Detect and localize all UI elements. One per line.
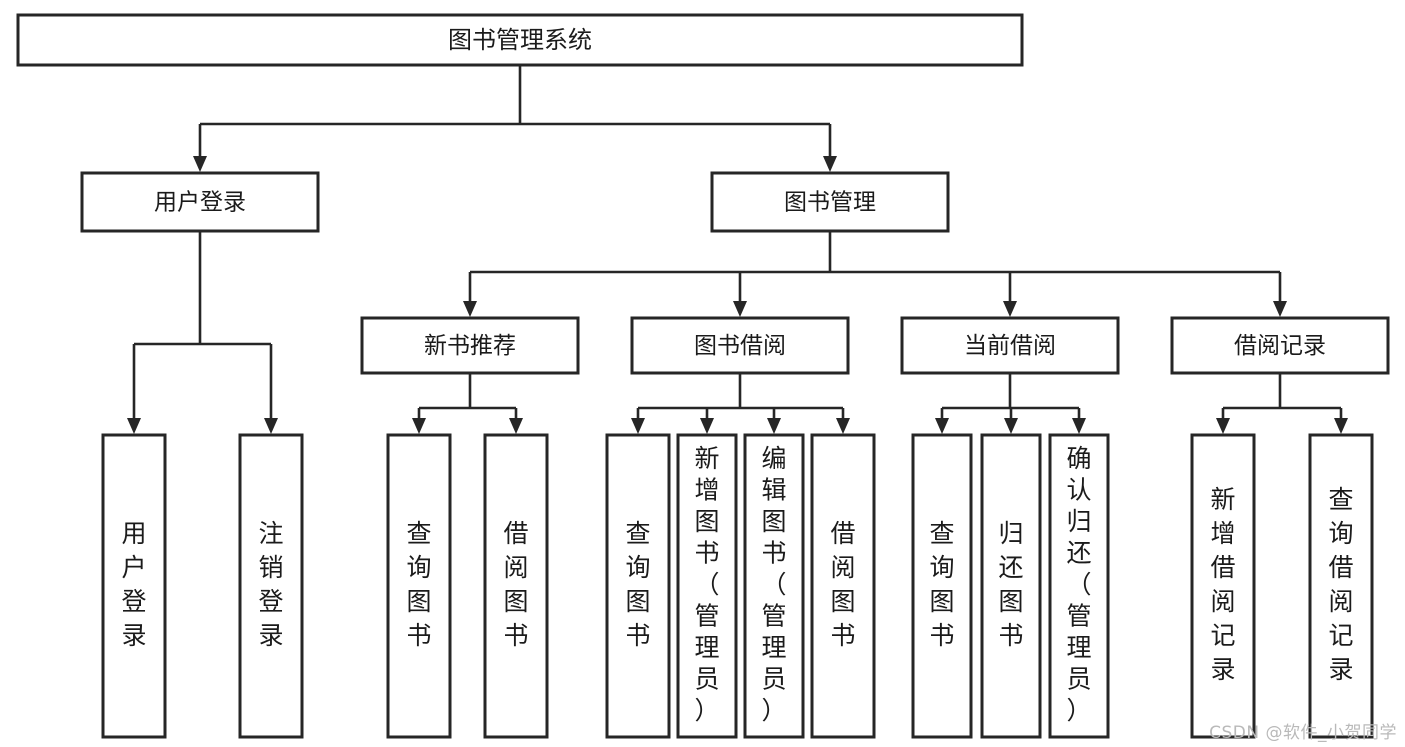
arrowhead-icon (823, 156, 837, 172)
leaf-node-leaf-edit-book[interactable]: 编辑图书（管理员） (743, 433, 805, 739)
leaf-box (101, 433, 167, 739)
leaf-label: 新增图书（管理员） (694, 444, 719, 725)
arrowhead-icon (836, 418, 850, 434)
node-root-box (16, 13, 1024, 67)
arrowhead-icon (1334, 418, 1348, 434)
leaf-label: 借阅图书 (830, 519, 855, 650)
leaf-node-leaf-borrow-book[interactable]: 借阅图书 (810, 433, 876, 739)
leaf-node-leaf-add-book[interactable]: 新增图书（管理员） (676, 433, 738, 739)
leaf-box (743, 433, 805, 739)
watermark-text: CSDN @软件_小贺同学 (1209, 723, 1397, 743)
arrowhead-icon (127, 418, 141, 434)
node-borrow-record-box (1170, 316, 1390, 375)
node-book-manage[interactable]: 图书管理 (710, 171, 950, 233)
leaf-label: 查询图书 (625, 519, 650, 650)
arrowhead-icon (412, 418, 426, 434)
arrowhead-icon (193, 156, 207, 172)
leaf-node-leaf-query-borrow-record[interactable]: 查询借阅记录 (1308, 433, 1374, 739)
node-borrow-record[interactable]: 借阅记录 (1170, 316, 1390, 375)
connector-layer (127, 65, 1348, 434)
leaf-label: 查询借阅记录 (1328, 485, 1353, 684)
leaf-label: 注销登录 (258, 519, 283, 650)
node-root-label: 图书管理系统 (448, 26, 592, 54)
node-user-login-box (80, 171, 320, 233)
arrowhead-icon (1072, 418, 1086, 434)
leaf-node-leaf-borrow-book-rec[interactable]: 借阅图书 (483, 433, 549, 739)
leaf-label: 确认归还（管理员） (1066, 444, 1091, 725)
leaf-label: 查询图书 (406, 519, 431, 650)
arrowhead-icon (733, 301, 747, 317)
node-book-manage-label: 图书管理 (784, 190, 876, 216)
leaf-label: 新增借阅记录 (1210, 485, 1235, 684)
node-user-login-label: 用户登录 (154, 190, 246, 216)
node-new-book-rec[interactable]: 新书推荐 (360, 316, 580, 375)
arrowhead-icon (1004, 418, 1018, 434)
leaf-node-leaf-user-logout[interactable]: 注销登录 (238, 433, 304, 739)
arrowhead-icon (767, 418, 781, 434)
node-root[interactable]: 图书管理系统 (16, 13, 1024, 67)
arrowhead-icon (463, 301, 477, 317)
leaf-label: 借阅图书 (503, 519, 528, 650)
leaf-label: 查询图书 (929, 519, 954, 650)
leaf-node-leaf-confirm-return[interactable]: 确认归还（管理员） (1048, 433, 1110, 739)
node-book-borrow-box (630, 316, 850, 375)
leaf-node-leaf-query-book-cur[interactable]: 查询图书 (911, 433, 973, 739)
node-current-borrow[interactable]: 当前借阅 (900, 316, 1120, 375)
leaf-box (676, 433, 738, 739)
leaf-box (386, 433, 452, 739)
arrowhead-icon (509, 418, 523, 434)
leaf-node-leaf-query-book-rec[interactable]: 查询图书 (386, 433, 452, 739)
leaf-node-leaf-return-book[interactable]: 归还图书 (980, 433, 1042, 739)
leaf-box (605, 433, 671, 739)
leaf-label: 归还图书 (998, 519, 1023, 650)
leaf-box (1048, 433, 1110, 739)
leaf-node-leaf-query-book-borrow[interactable]: 查询图书 (605, 433, 671, 739)
leaf-box (238, 433, 304, 739)
leaf-box (810, 433, 876, 739)
node-new-book-rec-label: 新书推荐 (424, 333, 516, 359)
arrowhead-icon (264, 418, 278, 434)
arrowhead-icon (1003, 301, 1017, 317)
node-book-borrow[interactable]: 图书借阅 (630, 316, 850, 375)
node-user-login[interactable]: 用户登录 (80, 171, 320, 233)
node-new-book-rec-box (360, 316, 580, 375)
arrowhead-icon (631, 418, 645, 434)
node-current-borrow-box (900, 316, 1120, 375)
node-borrow-record-label: 借阅记录 (1234, 333, 1326, 359)
arrowhead-icon (700, 418, 714, 434)
leaf-label: 用户登录 (121, 519, 146, 650)
node-layer: 图书管理系统用户登录图书管理新书推荐图书借阅当前借阅借阅记录用户登录注销登录查询… (16, 13, 1390, 739)
leaf-node-leaf-user-login[interactable]: 用户登录 (101, 433, 167, 739)
node-current-borrow-label: 当前借阅 (964, 333, 1056, 359)
leaf-node-leaf-add-borrow-record[interactable]: 新增借阅记录 (1190, 433, 1256, 739)
leaf-box (1308, 433, 1374, 739)
arrowhead-icon (1273, 301, 1287, 317)
arrowhead-icon (1216, 418, 1230, 434)
node-book-borrow-label: 图书借阅 (694, 333, 786, 359)
leaf-box (911, 433, 973, 739)
leaf-box (483, 433, 549, 739)
arrowhead-icon (935, 418, 949, 434)
leaf-box (1190, 433, 1256, 739)
leaf-box (980, 433, 1042, 739)
node-book-manage-box (710, 171, 950, 233)
leaf-label: 编辑图书（管理员） (761, 444, 786, 725)
